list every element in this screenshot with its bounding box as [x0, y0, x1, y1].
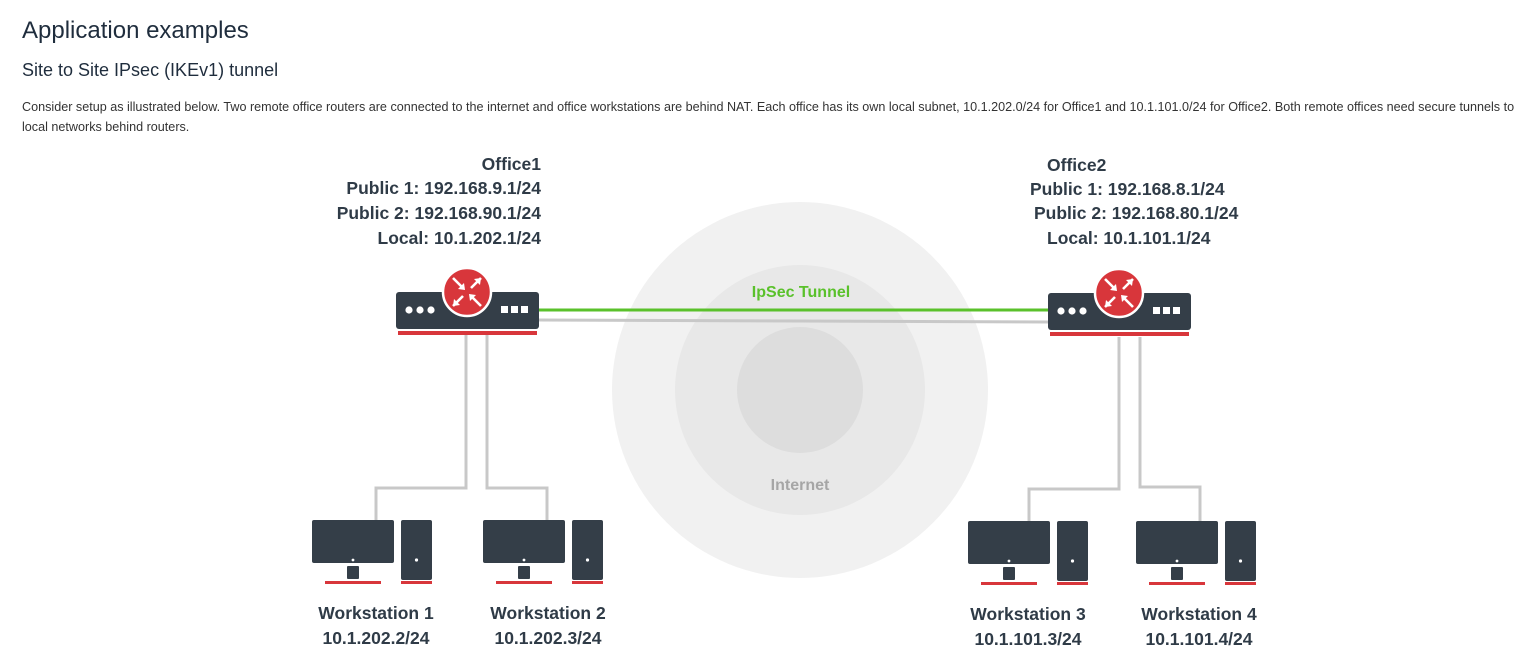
- office2-public2: Public 2: 192.168.80.1/24: [1034, 203, 1239, 223]
- router-icon: [441, 266, 493, 318]
- workstation-2-name: Workstation 2: [490, 603, 606, 623]
- intro-paragraph: Consider setup as illustrated below. Two…: [22, 100, 1515, 134]
- office1-public2: Public 2: 192.168.90.1/24: [337, 203, 542, 223]
- internet-inner-ring: [737, 327, 863, 453]
- workstation-icon: [1136, 521, 1256, 585]
- workstation-icon: [483, 520, 603, 584]
- workstation-1-ip: 10.1.202.2/24: [322, 628, 429, 648]
- lan-link-ws1: [374, 333, 468, 520]
- office1-labels: Office1 Public 1: 192.168.9.1/24 Public …: [337, 154, 542, 248]
- office1-public1: Public 1: 192.168.9.1/24: [346, 178, 541, 198]
- office2-name: Office2: [1047, 155, 1107, 175]
- workstation-icon: [312, 520, 432, 584]
- wan-link-office1: [537, 318, 801, 323]
- workstation-icon: [968, 521, 1088, 585]
- workstation-3: [968, 521, 1088, 585]
- router-office1: [396, 266, 539, 335]
- workstation-4: [1136, 521, 1256, 585]
- workstation-1: [312, 520, 432, 584]
- workstation-4-ip: 10.1.101.4/24: [1145, 629, 1252, 649]
- workstation-2: [483, 520, 603, 584]
- internet-circle: Internet: [612, 202, 988, 578]
- office1-name: Office1: [482, 154, 542, 174]
- workstation-3-name: Workstation 3: [970, 604, 1086, 624]
- office2-public1: Public 1: 192.168.8.1/24: [1030, 179, 1225, 199]
- lan-link-ws4: [1138, 337, 1202, 521]
- lan-link-ws2: [485, 333, 549, 520]
- lan-link-ws3: [1027, 337, 1121, 521]
- office2-labels: Office2 Public 1: 192.168.8.1/24 Public …: [1030, 155, 1239, 248]
- workstation-1-name: Workstation 1: [318, 603, 434, 623]
- tunnel-label: IpSec Tunnel: [752, 284, 850, 301]
- wan-link-office2: [799, 319, 1049, 324]
- page-title: Application examples: [22, 17, 249, 44]
- office2-local: Local: 10.1.101.1/24: [1047, 228, 1211, 248]
- workstation-3-ip: 10.1.101.3/24: [974, 629, 1081, 649]
- section-title: Site to Site IPsec (IKEv1) tunnel: [22, 60, 279, 80]
- workstation-2-ip: 10.1.202.3/24: [494, 628, 601, 648]
- internet-label: Internet: [771, 477, 830, 494]
- office1-local: Local: 10.1.202.1/24: [378, 228, 542, 248]
- router-icon: [1093, 267, 1145, 319]
- router-office2: [1048, 267, 1191, 336]
- workstation-4-name: Workstation 4: [1141, 604, 1257, 624]
